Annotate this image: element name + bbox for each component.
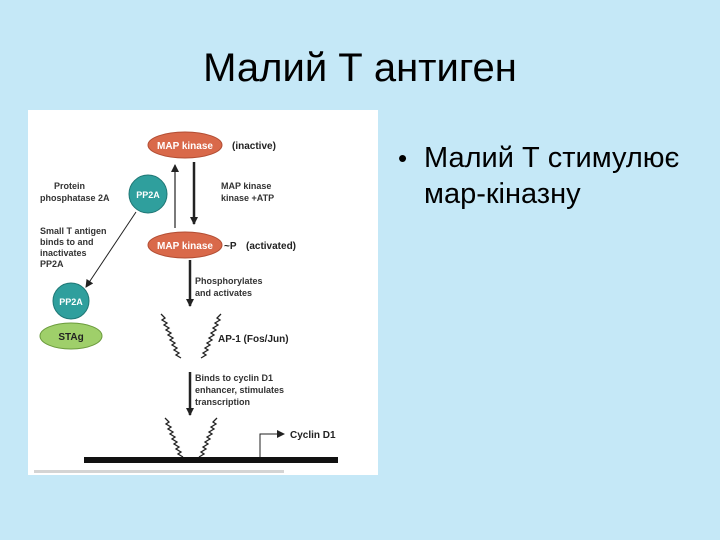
- bullet-text: Малий Т стимулює мар-кіназну: [424, 142, 680, 210]
- pp2a-top-node: [128, 174, 168, 214]
- map-kinase-activated-node: [147, 231, 223, 259]
- caption-fragment: [34, 470, 284, 473]
- binds-label-3: transcription: [195, 397, 250, 407]
- stag-node: [39, 322, 103, 350]
- bullet-marker: •: [398, 143, 408, 173]
- pp2a-bottom-label: PP2A: [59, 297, 83, 307]
- protein-phosphatase-label-1: Protein: [54, 181, 85, 191]
- ap1-jun-strand: [200, 313, 222, 359]
- map-kinase-pathway-figure: MAP kinase (inactive) Protein phosphatas…: [28, 110, 378, 475]
- activated-state-label: (activated): [246, 241, 296, 252]
- phosphorylates-label-1: Phosphorylates: [195, 276, 263, 286]
- ap1-dna-jun-strand: [198, 417, 218, 458]
- small-t-label-2: binds to and: [40, 237, 94, 247]
- pp2a-bottom-node: [52, 282, 90, 320]
- map-kinase-activated-label: MAP kinase: [157, 241, 213, 252]
- binds-label-2: enhancer, stimulates: [195, 385, 284, 395]
- ap1-fos-strand: [160, 313, 182, 359]
- pp2a-binding-arrow: [85, 211, 137, 288]
- map-kinase-inactive-label: MAP kinase: [157, 141, 213, 152]
- dna-strand: [84, 457, 338, 463]
- map-kinase-inactive-node: [147, 131, 223, 159]
- pathway-diagram: MAP kinase (inactive) Protein phosphatas…: [34, 131, 338, 473]
- phospho-group-label: ~P: [224, 241, 237, 252]
- ap1-label: AP-1 (Fos/Jun): [218, 334, 289, 345]
- cyclin-d1-label: Cyclin D1: [290, 430, 336, 441]
- mapkk-label-2: kinase +ATP: [221, 193, 274, 203]
- small-t-label-4: PP2A: [40, 259, 64, 269]
- small-t-label-1: Small T antigen: [40, 226, 107, 236]
- mapkk-label-1: MAP kinase: [221, 181, 271, 191]
- cyclin-d1-pointer: [259, 430, 285, 457]
- slide-title: Малий Т антиген: [203, 46, 517, 90]
- protein-phosphatase-label-2: phosphatase 2A: [40, 193, 110, 203]
- ap1-dna-fos-strand: [164, 417, 184, 458]
- small-t-label-3: inactivates: [40, 248, 87, 258]
- binds-label-1: Binds to cyclin D1: [195, 373, 273, 383]
- phosphorylates-label-2: and activates: [195, 288, 252, 298]
- pp2a-top-label: PP2A: [136, 190, 160, 200]
- stag-label: STAg: [58, 332, 83, 343]
- inactive-state-label: (inactive): [232, 141, 276, 152]
